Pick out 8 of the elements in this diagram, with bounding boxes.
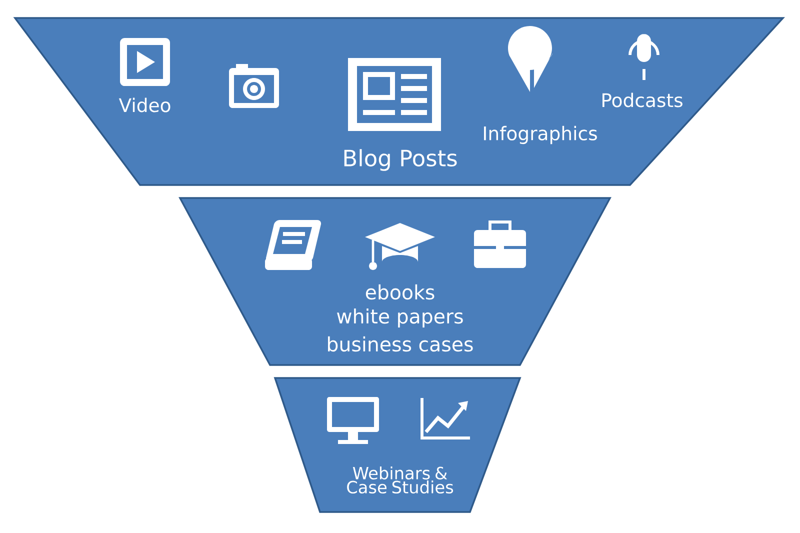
band-label: Podcasts [602,92,682,108]
band-label: Webinars & Case Studies [347,466,454,494]
band-label: Blog Posts [344,149,457,171]
band-label: ebooks [366,284,434,300]
band-label: white papers [337,308,463,328]
band-label: Infographics [484,126,597,144]
band-label: business cases [328,336,473,352]
band-label: Video [118,98,170,112]
